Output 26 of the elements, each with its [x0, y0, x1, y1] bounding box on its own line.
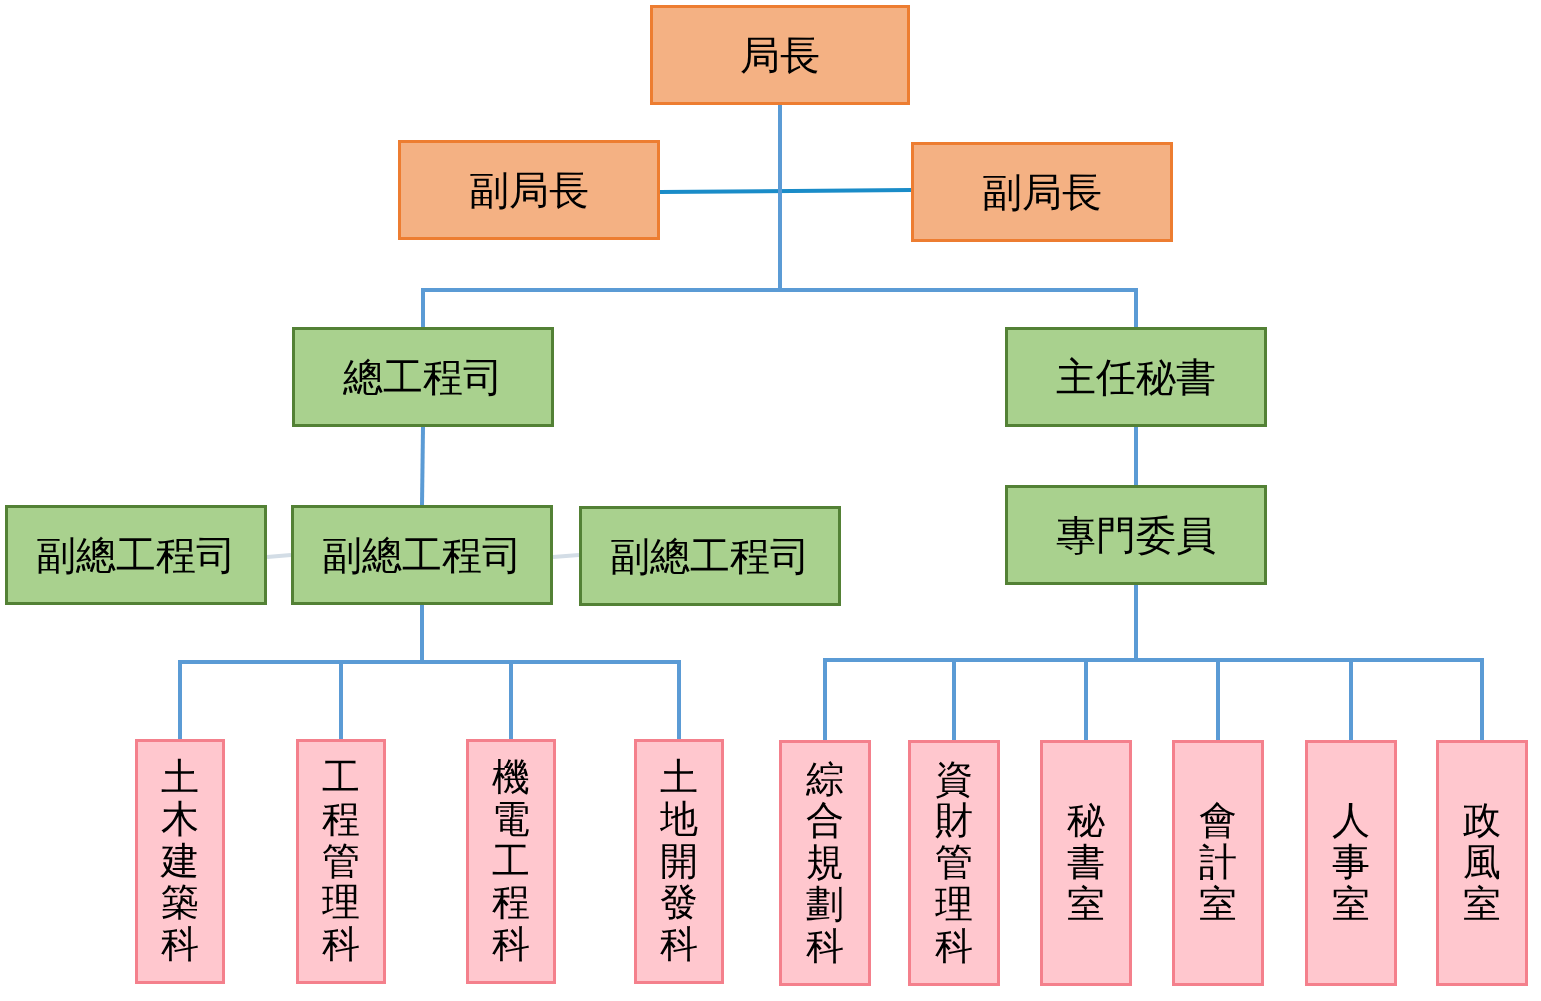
connector-line — [660, 188, 911, 194]
connector-line — [266, 553, 292, 559]
unit-box: 綜合規劃科 — [779, 740, 871, 986]
department-box: 主任秘書 — [1005, 327, 1267, 427]
department-box: 專門委員 — [1005, 485, 1267, 585]
unit-box: 土木建築科 — [135, 739, 225, 984]
unit-box: 人事室 — [1305, 740, 1397, 986]
department-box: 總工程司 — [292, 327, 554, 427]
leader-box: 副局長 — [398, 140, 660, 240]
department-box: 副總工程司 — [5, 505, 267, 605]
department-box: 副總工程司 — [291, 505, 553, 605]
unit-box: 政風室 — [1436, 740, 1528, 986]
department-box: 副總工程司 — [579, 506, 841, 606]
unit-box: 資財管理科 — [908, 740, 1000, 986]
connector-line — [552, 553, 580, 559]
unit-box: 會計室 — [1172, 740, 1264, 986]
connector-line — [1134, 585, 1484, 740]
unit-box: 土地開發科 — [634, 739, 724, 984]
connector-line — [1134, 427, 1138, 485]
unit-box: 秘書室 — [1040, 740, 1132, 986]
unit-box: 工程管理科 — [296, 739, 386, 984]
leader-box: 局長 — [650, 5, 910, 105]
connector-line — [420, 605, 681, 739]
unit-box: 機電工程科 — [466, 739, 556, 984]
connector-line — [420, 426, 425, 506]
leader-box: 副局長 — [911, 142, 1173, 242]
